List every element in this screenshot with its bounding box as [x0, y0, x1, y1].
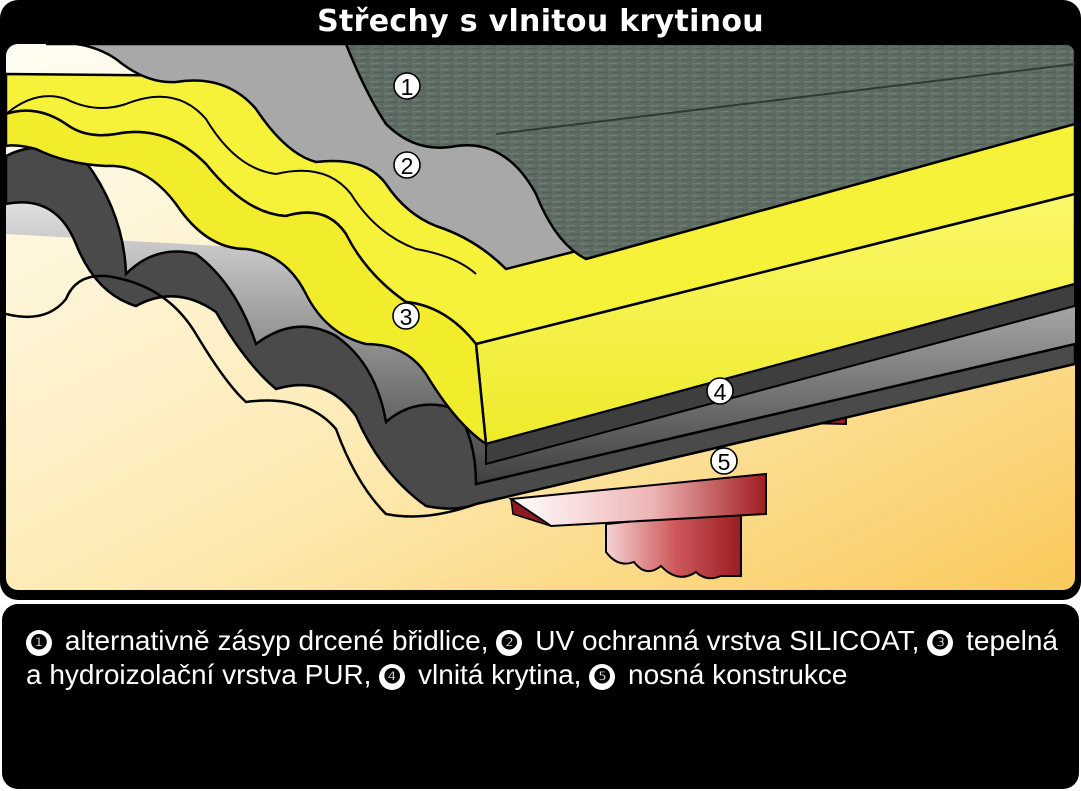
caption-number-5: ❺: [589, 664, 616, 690]
caption-item-2: UV ochranná vrstva SILICOAT,: [535, 625, 920, 656]
caption-number-2: ❷: [496, 630, 523, 656]
callout-4: 4: [706, 377, 734, 405]
svg-text:1: 1: [401, 74, 414, 100]
caption-item-1: alternativně zásyp drcené břidlice,: [64, 625, 489, 656]
callout-3: 3: [392, 302, 420, 330]
figure-frame: Střechy s vlnitou krytinou: [0, 0, 1081, 600]
svg-text:4: 4: [714, 379, 727, 405]
svg-text:3: 3: [400, 304, 413, 330]
caption-number-3: ❸: [927, 630, 954, 656]
callout-5: 5: [710, 447, 738, 475]
caption-box: ❶ alternativně zásyp drcené břidlice, ❷ …: [2, 604, 1079, 789]
caption-number-1: ❶: [26, 630, 52, 656]
roof-layers-illustration: 1 2 3 4 5: [6, 44, 1075, 590]
figure-title: Střechy s vlnitou krytinou: [317, 4, 764, 39]
svg-text:5: 5: [718, 449, 731, 475]
caption-item-3: tepelná a hydroizolační vrstva PUR,: [26, 625, 1059, 690]
caption-text: ❶ alternativně zásyp drcené břidlice, ❷ …: [26, 624, 1058, 692]
callout-2: 2: [393, 151, 421, 179]
caption-item-5: nosná konstrukce: [628, 659, 848, 690]
callout-1: 1: [393, 72, 421, 100]
caption-item-4: vlnitá krytina,: [418, 659, 582, 690]
caption-number-4: ❹: [379, 664, 406, 690]
slate-granule-layer: [344, 44, 1075, 261]
svg-text:2: 2: [401, 153, 414, 179]
